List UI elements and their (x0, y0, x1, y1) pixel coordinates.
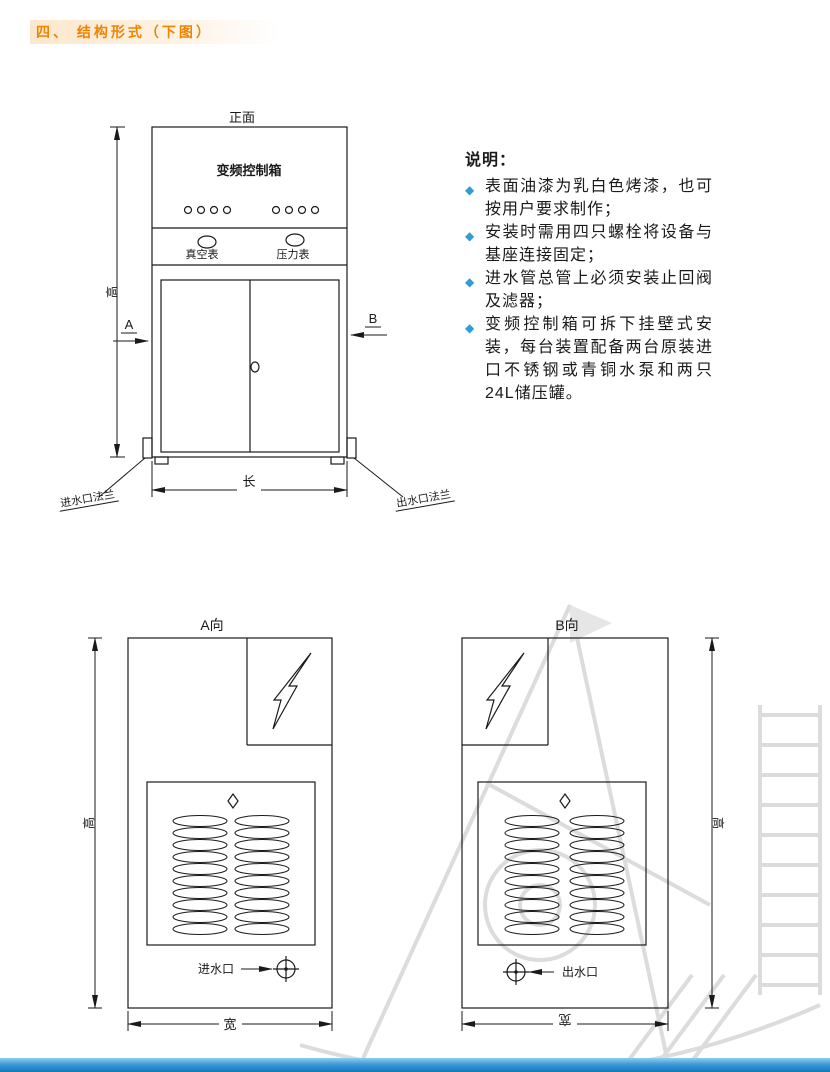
outlet-flange-tab (346, 437, 357, 459)
note-item: ◆ 进水管总管上必须安装止回阀及滤器； (465, 267, 713, 313)
front-height-dim-label: 高 (104, 286, 119, 298)
inlet-flange-tab (142, 437, 153, 459)
outlet-port-label: 出水口 (562, 965, 598, 979)
note-text: 进水管总管上必须安装止回阀及滤器； (485, 270, 713, 310)
inlet-flange-callout: 进水口法兰 (59, 487, 119, 512)
door-handle (250, 361, 260, 373)
section-marker-b: B (369, 311, 378, 326)
keyhole-diamond (559, 792, 571, 810)
view-a-height-dim-label: 高 (81, 817, 96, 829)
view-b-width-dim-label: 宽 (558, 1012, 571, 1027)
view-a-drawing: A向 进水口 高 宽 (81, 617, 333, 1032)
front-view-title: 正面 (229, 110, 255, 125)
view-a-width-dim-label: 宽 (223, 1017, 236, 1032)
section-marker-a: A (125, 317, 134, 332)
section-title: 四、 结构形式（下图） (36, 24, 213, 40)
view-b-drawing: B向 出水口 高 宽 (461, 617, 726, 1031)
view-a-cabinet (127, 637, 333, 1009)
pressure-gauge-icon (285, 233, 305, 247)
diamond-bullet-icon: ◆ (465, 321, 476, 335)
lightning-bolt-icon (485, 652, 525, 730)
vacuum-gauge-icon (197, 235, 217, 249)
inlet-port-label: 进水口 (198, 962, 234, 976)
vacuum-gauge-label: 真空表 (186, 247, 219, 261)
note-text: 变频控制箱可拆下挂壁式安装，每台装置配备两台原装进口不锈钢或青铜水泵和两只24L… (485, 316, 713, 402)
keyhole-diamond (227, 792, 239, 810)
diamond-bullet-icon: ◆ (465, 183, 476, 197)
circle-cross-port-icon (272, 955, 300, 983)
note-text: 安装时需用四只螺栓将设备与基座连接固定； (485, 224, 713, 264)
louver-vent (504, 815, 560, 935)
view-a-title: A向 (200, 617, 223, 633)
diamond-bullet-icon: ◆ (465, 275, 476, 289)
note-item: ◆ 变频控制箱可拆下挂壁式安装，每台装置配备两台原装进口不锈钢或青铜水泵和两只2… (465, 313, 713, 405)
control-box-label: 变频控制箱 (216, 163, 281, 178)
section-header: 四、 结构形式（下图） (30, 20, 280, 44)
view-b-height-dim-label: 高 (711, 817, 726, 829)
front-view-drawing: 正面 变频控制箱 真空表 压力表 (59, 110, 455, 512)
note-text: 表面油漆为乳白色烤漆，也可按用户要求制作； (485, 178, 713, 218)
louver-vent (569, 815, 625, 935)
louver-vent (234, 815, 290, 935)
front-dimension-lines (98, 126, 404, 498)
note-item: ◆ 安装时需用四只螺栓将设备与基座连接固定； (465, 221, 713, 267)
outlet-flange-callout: 出水口法兰 (395, 487, 455, 512)
front-cabinet-outline (142, 126, 357, 465)
front-length-dim-label: 长 (242, 474, 255, 489)
view-b-cabinet (461, 637, 669, 1009)
footer-bar (0, 1058, 830, 1072)
notes-title: 说明： (465, 152, 517, 169)
diamond-bullet-icon: ◆ (465, 229, 476, 243)
note-item: ◆ 表面油漆为乳白色烤漆，也可按用户要求制作； (465, 175, 713, 221)
lightning-bolt-icon (272, 652, 312, 730)
view-b-title: B向 (555, 617, 578, 633)
pressure-gauge-label: 压力表 (277, 247, 310, 261)
louver-vent (172, 815, 228, 935)
notes-panel: 说明： ◆ 表面油漆为乳白色烤漆，也可按用户要求制作； ◆ 安装时需用四只螺栓将… (465, 146, 713, 405)
circle-cross-port-icon (502, 958, 530, 986)
indicator-lights (183, 205, 320, 215)
